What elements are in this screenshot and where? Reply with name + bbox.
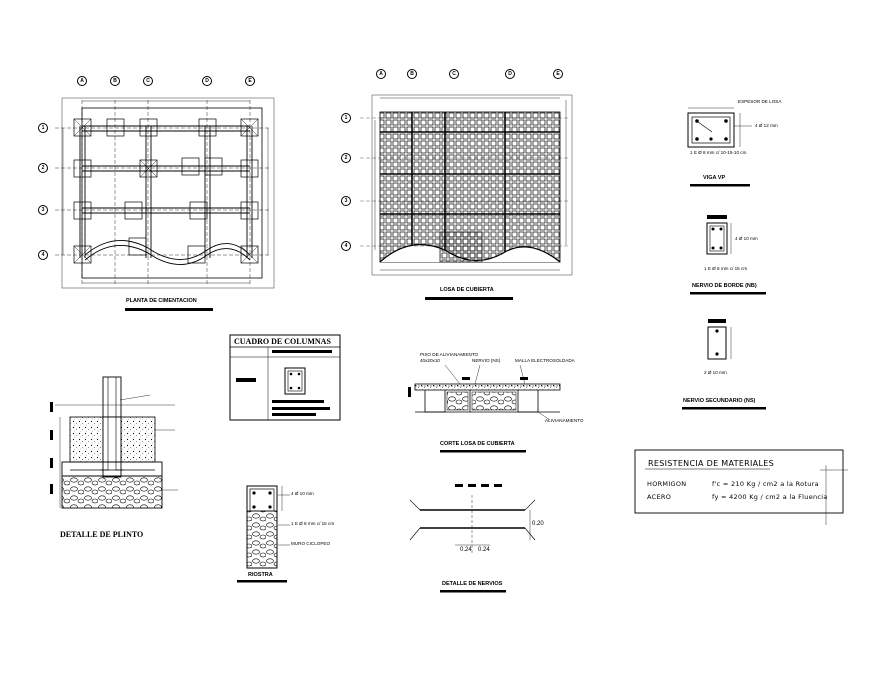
- grid-bubble-b: B: [110, 76, 120, 86]
- rib-dimension-right: 0.24: [478, 547, 490, 553]
- grid-bubble-3: 3: [341, 196, 351, 206]
- steel-strength: fy = 4200 Kg / cm2 a la Fluencia: [712, 493, 828, 501]
- edge-rib-stirrups-note: 1 E Ø 8 mm c/ 15 cm: [704, 266, 748, 271]
- concrete-label: HORMIGON: [647, 480, 687, 488]
- nb-title-underline: [690, 292, 766, 295]
- grid-bubble-e: E: [245, 76, 255, 86]
- slab-note-rib: NERVIO (NS): [472, 358, 501, 363]
- ns-title-underline: [682, 407, 766, 410]
- viga-title-underline: [690, 184, 750, 187]
- footing-detail: [50, 376, 178, 509]
- grid-bubble-b: B: [407, 69, 417, 79]
- corte-title-underline: [440, 450, 526, 453]
- grid-bubble-d: D: [505, 69, 515, 79]
- slab-section-title: CORTE LOSA DE CUBIERTA: [440, 441, 515, 447]
- slab-note-mesh: MALLA ELECTROSOLDADA: [515, 358, 575, 363]
- secondary-rib-title: NERVIO SECUNDARIO (NS): [683, 398, 756, 404]
- concrete-strength: f'c = 210 Kg / cm2 a la Rotura: [712, 480, 819, 488]
- roof-title-underline: [425, 297, 513, 300]
- edge-rib-bars-note: 4 Ø 10 mm: [735, 236, 758, 241]
- nervios-title-underline: [440, 590, 506, 593]
- grid-bubble-4: 4: [341, 241, 351, 251]
- tie-beam-stirrups-note: 1 E Ø 8 mm c/ 15 cm: [291, 521, 335, 526]
- slab-section-cut: [408, 364, 561, 421]
- rib-dimension-height: 0.20: [532, 521, 544, 527]
- grid-bubble-e: E: [553, 69, 563, 79]
- tie-beam-title: RIOSTRA: [248, 572, 273, 578]
- foundation-plan: [55, 97, 275, 289]
- rib-dimension-left: 0.24: [460, 547, 472, 553]
- rib-detail: [409, 484, 536, 555]
- steel-label: ACERO: [647, 493, 672, 501]
- grid-bubble-3: 3: [38, 205, 48, 215]
- column-schedule-title: CUADRO DE COLUMNAS: [234, 337, 331, 346]
- roof-slab-plan: [360, 94, 573, 276]
- cyclopean-wall-note: MURO CICLOPEO: [291, 541, 331, 546]
- beam-vp-section: [687, 107, 752, 148]
- tie-beam-section: [246, 485, 290, 569]
- edge-rib-title: NERVIO DE BORDE (NB): [692, 283, 757, 289]
- grid-bubble-a: A: [376, 69, 386, 79]
- roof-slab-title: LOSA DE CUBIERTA: [440, 287, 494, 293]
- foundation-plan-title: PLANTA DE CIMENTACION: [126, 298, 197, 304]
- grid-bubble-1: 1: [341, 113, 351, 123]
- riostra-title-underline: [237, 580, 287, 583]
- materials-box: [634, 449, 848, 525]
- rib-detail-title: DETALLE DE NERVIOS: [442, 581, 503, 587]
- secondary-rib-section: [707, 319, 732, 360]
- slab-note-lightening: ALIVIANAMIENTO: [545, 418, 584, 423]
- edge-rib-section: [706, 215, 732, 255]
- grid-bubble-c: C: [143, 76, 153, 86]
- grid-bubble-2: 2: [38, 163, 48, 173]
- beam-vp-bars-note: 4 Ø 12 mm: [755, 123, 778, 128]
- secondary-rib-bars-note: 2 Ø 10 mm: [704, 370, 727, 375]
- grid-bubble-a: A: [77, 76, 87, 86]
- grid-bubble-d: D: [202, 76, 212, 86]
- materials-title: RESISTENCIA DE MATERIALES: [648, 459, 774, 468]
- grid-bubble-2: 2: [341, 153, 351, 163]
- column-schedule: [229, 334, 341, 421]
- beam-vp-stirrups-note: 1 E Ø 8 mm c/ 10-15-10 cm: [690, 150, 747, 155]
- slab-note-block-size: 40x20x10: [420, 358, 440, 363]
- beam-vp-title: VIGA VP: [703, 175, 726, 181]
- tie-beam-bars-note: 4 Ø 10 mm: [291, 491, 314, 496]
- grid-bubble-1: 1: [38, 123, 48, 133]
- slab-note-floor: PISO DE ALIVIANAMIENTO: [420, 352, 479, 357]
- beam-vp-slab-note: ESPESOR DE LOSA: [738, 99, 782, 104]
- grid-bubble-4: 4: [38, 250, 48, 260]
- grid-bubble-c: C: [449, 69, 459, 79]
- foundation-title-underline: [125, 308, 213, 311]
- footing-detail-title: DETALLE DE PLINTO: [60, 530, 144, 539]
